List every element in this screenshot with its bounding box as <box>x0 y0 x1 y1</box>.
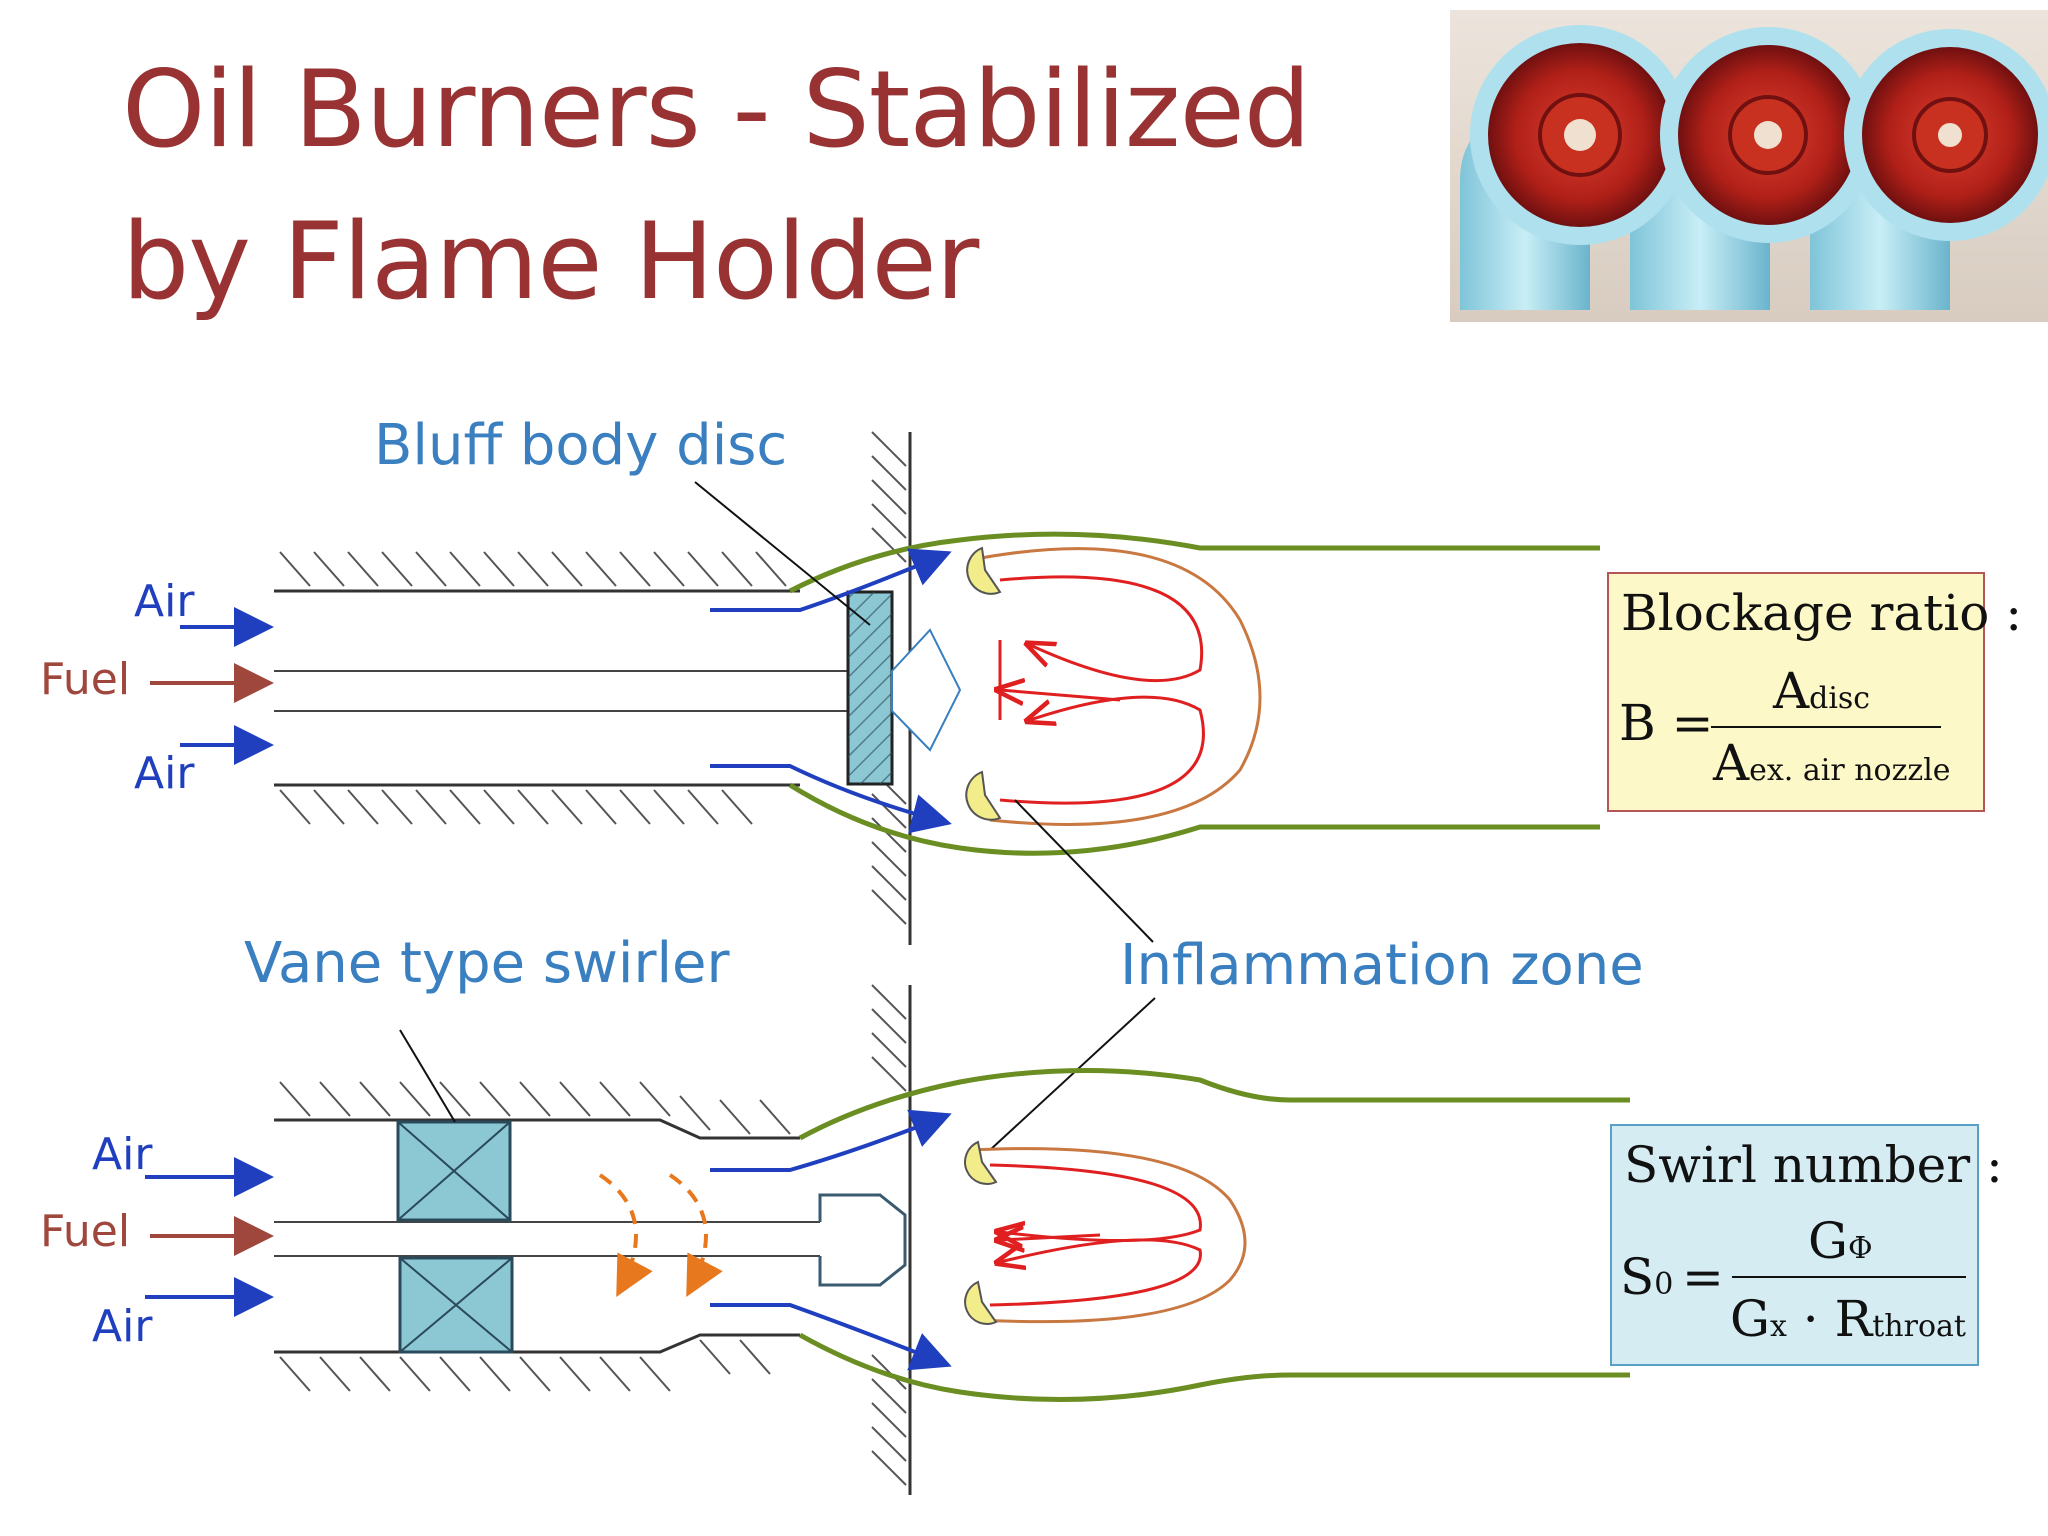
label-bluff-body-disc: Bluff body disc <box>374 413 788 478</box>
blockage-title: Blockage ratio : <box>1621 584 2023 642</box>
blockage-lhs: B = <box>1619 694 1714 752</box>
swirl-numerator: GΦ <box>1808 1212 1873 1270</box>
label-air-top-2: Air <box>134 748 195 799</box>
blockage-ratio-box: Blockage ratio : B = Adisc Aex. air nozz… <box>1607 572 2022 812</box>
swirl-equals: = <box>1682 1248 1724 1306</box>
title-line-1: Oil Burners - Stabilized <box>122 48 1311 171</box>
swirl-number-box: Swirl number : S0 = GΦ Gx · Rthroat <box>1610 1124 2003 1366</box>
swirl-denominator: Gx · Rthroat <box>1730 1290 1966 1348</box>
label-inflammation-zone: Inflammation zone <box>1120 933 1644 998</box>
label-fuel-top: Fuel <box>40 654 131 705</box>
swirl-title: Swirl number : <box>1624 1136 2003 1194</box>
blockage-denominator: Aex. air nozzle <box>1713 734 1951 792</box>
swirl-fraction-bar <box>1732 1276 1966 1278</box>
label-air-bottom-1: Air <box>92 1129 153 1180</box>
title-line-2: by Flame Holder <box>122 200 979 323</box>
label-fuel-bottom: Fuel <box>40 1206 131 1257</box>
label-vane-type-swirler: Vane type swirler <box>244 931 730 996</box>
label-air-top-1: Air <box>134 576 195 627</box>
blockage-fraction-bar <box>1711 726 1941 728</box>
slide-title: Oil Burners - Stabilized by Flame Holder <box>122 34 1311 338</box>
burner-photo <box>1450 10 2048 322</box>
swirl-lhs: S0 <box>1620 1248 1674 1306</box>
ignition-zone-marker <box>965 546 1002 821</box>
ignition-zone-marker <box>964 1140 998 1325</box>
flow-arrow-icon <box>145 607 274 1317</box>
label-air-bottom-2: Air <box>92 1301 153 1352</box>
blockage-numerator: Adisc <box>1773 662 1871 720</box>
vane-swirler <box>396 1120 514 1354</box>
